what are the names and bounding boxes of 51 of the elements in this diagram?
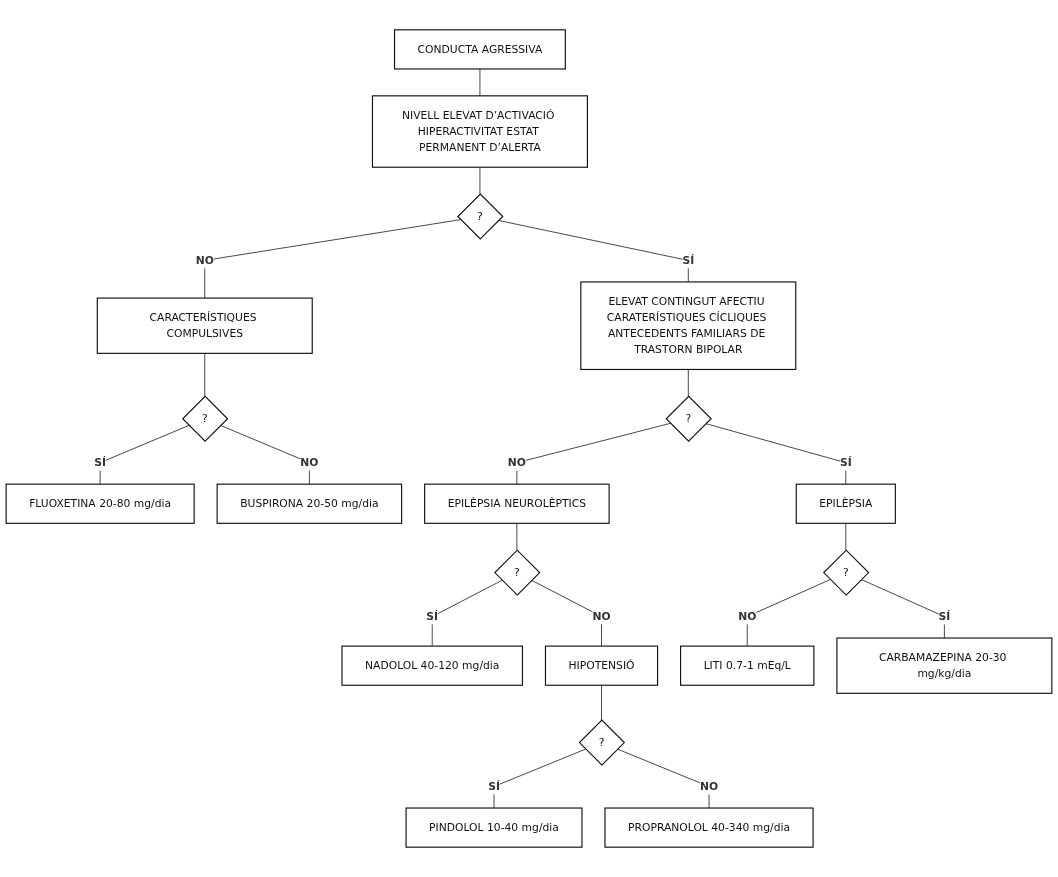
node-box: PROPRANOLOL 40-340 mg/dia [604,807,814,848]
edge-label: NO [300,456,319,469]
connector [705,423,847,485]
node-box: ELEVAT CONTINGUT AFECTIU CARATERÍSTIQUES CÍCLIQUES ANTECEDENTS FAMILIARS DE TRASTORN BIPOLAR [580,281,797,371]
edge-label: NO [592,610,611,623]
connector [531,579,602,647]
node-box: CARBAMAZEPINA 20-30 mg/kg/dia [836,637,1053,694]
node-box: CONDUCTA AGRESSIVA [393,29,566,70]
node-box: FLUOXETINA 20-80 mg/dia [5,483,195,524]
connector [204,352,206,397]
node-diamond: ? [181,395,229,442]
node-box: HIPOTENSIÓ [544,645,659,686]
node-diamond: ? [665,395,712,442]
edge-label: NO [195,253,214,267]
node-box: NADOLOL 40-120 mg/dia [341,645,523,686]
edge-label: SÍ [682,253,695,267]
node-box: NIVELL ELEVAT D’ACTIVACIÓ HIPERACTIVITAT ESTAT PERMANENT D’ALERTA [371,95,588,168]
connector [516,422,671,485]
edge-label: SÍ [94,456,106,469]
edge-label: NO [699,780,719,793]
edge-label: SÍ [426,610,439,623]
edge-label: SÍ [938,610,951,623]
connector [493,748,586,809]
connector [99,425,190,485]
connector [479,68,481,97]
node-box: LITI 0.7-1 mEq/L [680,645,815,686]
connector [601,684,602,721]
node-box: PINDOLOL 10-40 mg/dia [405,807,583,848]
edge-label: SÍ [839,456,852,469]
connector [431,579,503,647]
node-box: BUSPIRONA 20-50 mg/dia [216,483,403,524]
node-box: EPILÈPSIA [795,483,896,524]
connector [204,219,461,299]
node-diamond: ? [822,549,870,596]
connector [746,579,831,647]
node-box: CARACTERÍSTIQUES COMPULSIVES [96,297,313,354]
connector [845,522,847,551]
node-diamond: ? [494,549,541,596]
connector [617,748,710,809]
connector [687,369,689,397]
edge-label: SÍ [488,780,500,793]
connector [220,425,310,485]
connector [516,522,518,551]
connector [479,166,481,195]
node-box: EPILÈPSIA NEUROLÈPTICS [424,483,610,524]
connector [498,220,689,283]
node-diamond: ? [578,719,626,766]
connector [860,579,945,639]
node-diamond: ? [457,193,504,240]
edge-label: NO [507,456,526,469]
edge-label: NO [738,610,757,623]
